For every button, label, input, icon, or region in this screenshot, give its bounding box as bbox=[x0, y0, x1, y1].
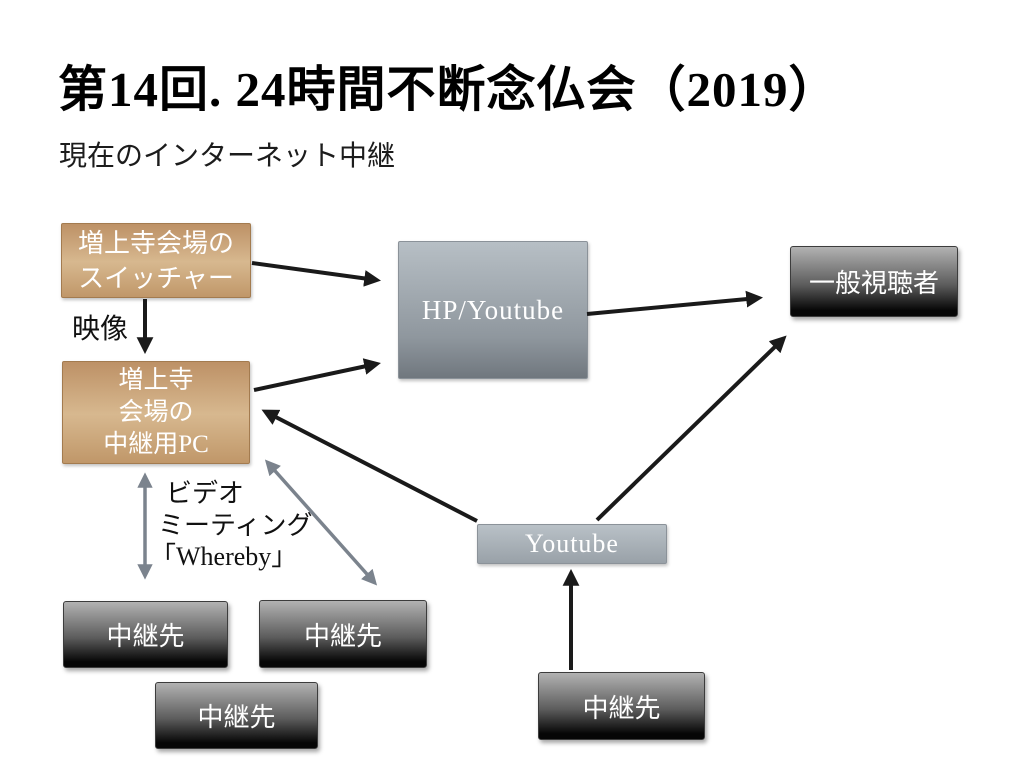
node-label: 中継先 bbox=[582, 692, 661, 723]
node-relay-destination-2: 中継先 bbox=[259, 600, 427, 668]
page-title: 第14回. 24時間不断念仏会（2019） bbox=[58, 62, 839, 117]
node-label-line: 増上寺 bbox=[118, 365, 194, 394]
arrow-switcher-to-hp-youtube bbox=[251, 261, 381, 287]
node-relay-destination-3: 中継先 bbox=[155, 682, 318, 749]
node-label: 中継先 bbox=[106, 621, 185, 651]
node-label: 一般視聴者 bbox=[808, 268, 939, 298]
page-subtitle: 現在のインターネット中継 bbox=[59, 140, 396, 171]
node-zojoji-switcher: 増上寺会場の スイッチャー bbox=[61, 223, 251, 298]
node-label: Youtube bbox=[525, 529, 619, 558]
node-label: 中継先 bbox=[303, 620, 382, 651]
edge-label-line: 「Whereby」 bbox=[150, 542, 298, 571]
node-label-line: 中継用PC bbox=[103, 430, 209, 458]
edge-label-video: 映像 bbox=[72, 313, 129, 344]
edge-label-line: ビデオ bbox=[166, 478, 245, 508]
node-hp-youtube: HP/Youtube bbox=[398, 241, 588, 379]
edge-label-video-meeting: ビデオ ミーティング 「Whereby」 bbox=[150, 477, 312, 573]
node-label-line: 会場の bbox=[118, 398, 194, 427]
node-youtube: Youtube bbox=[477, 524, 667, 564]
node-relay-destination-4: 中継先 bbox=[538, 672, 705, 740]
node-label: HP/Youtube bbox=[421, 294, 565, 325]
node-label-line: 増上寺会場の bbox=[77, 227, 234, 258]
arrow-relay-pc-to-hp-youtube bbox=[253, 358, 381, 392]
edge-label-line: ミーティング bbox=[158, 510, 313, 540]
node-label-line: スイッチャー bbox=[78, 262, 234, 293]
node-relay-destination-1: 中継先 bbox=[63, 601, 228, 668]
arrow-youtube-to-viewers bbox=[595, 335, 787, 522]
arrow-hp-youtube-to-viewers bbox=[586, 290, 764, 316]
node-label: 中継先 bbox=[197, 702, 276, 732]
node-zojoji-relay-pc: 増上寺 会場の 中継用PC bbox=[62, 361, 250, 464]
node-general-viewers: 一般視聴者 bbox=[790, 246, 958, 317]
